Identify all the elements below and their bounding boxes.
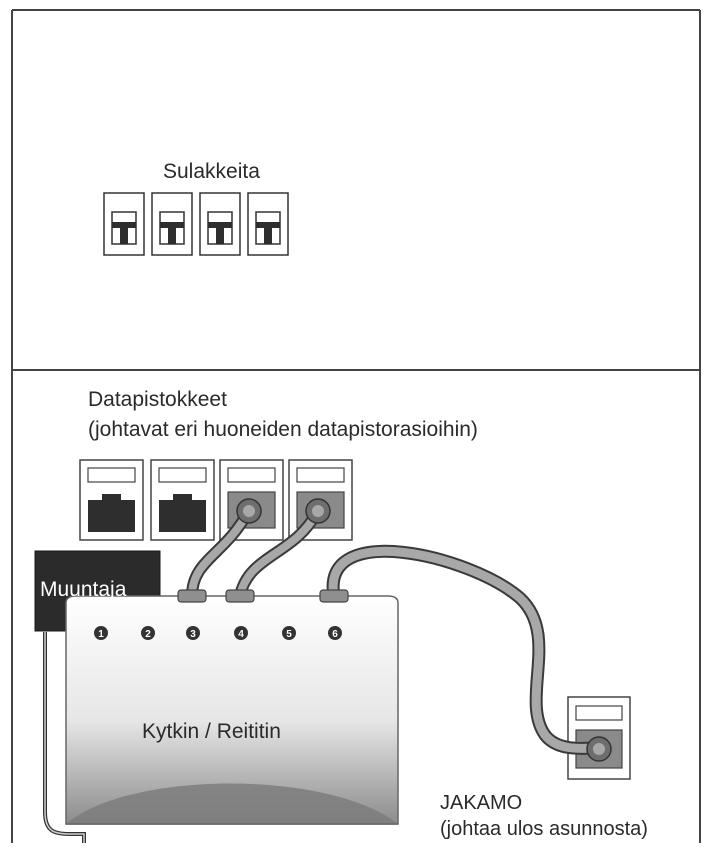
- cabinet-frame: [11, 9, 701, 843]
- port-4: 4: [234, 626, 248, 640]
- distributor-title: JAKAMO: [440, 792, 523, 814]
- data-socket-1: [79, 459, 144, 541]
- port-2: 2: [141, 626, 155, 640]
- port-6-number: 6: [332, 629, 338, 640]
- cable-port6-to-distributor: [326, 544, 605, 755]
- data-socket-2: [150, 459, 215, 541]
- fuse-2: [151, 192, 193, 256]
- port-5-number: 5: [286, 629, 292, 640]
- port-1-number: 1: [98, 629, 104, 640]
- fuse-3: [199, 192, 241, 256]
- fuse-row: [103, 192, 289, 256]
- switch-router: [65, 595, 399, 825]
- port-boot-3: [177, 589, 207, 603]
- port-3-number: 3: [190, 629, 196, 640]
- data-sockets-subtitle: (johtavat eri huoneiden datapistorasioih…: [88, 418, 478, 441]
- fuse-1: [103, 192, 145, 256]
- cable-port3-to-socket3: [186, 506, 254, 602]
- port-5: 5: [282, 626, 296, 640]
- port-6: 6: [328, 626, 342, 640]
- distributor-subtitle: (johtaa ulos asunnosta): [440, 818, 648, 840]
- switch-label: Kytkin / Reititin: [142, 720, 281, 743]
- port-4-number: 4: [238, 629, 244, 640]
- port-1: 1: [94, 626, 108, 640]
- fuses-label: Sulakkeita: [163, 160, 260, 183]
- port-3: 3: [186, 626, 200, 640]
- adapter-label: Muuntaja: [40, 578, 127, 601]
- plug-socket-4: [305, 498, 331, 524]
- port-2-number: 2: [145, 629, 151, 640]
- port-boot-4: [225, 589, 255, 603]
- power-cord: [43, 632, 86, 843]
- plug-distributor: [586, 736, 612, 762]
- fuse-4: [247, 192, 289, 256]
- port-boot-6: [319, 589, 349, 603]
- data-sockets-title: Datapistokkeet: [88, 388, 227, 411]
- plug-socket-3: [236, 498, 262, 524]
- cable-port4-to-socket4: [234, 506, 323, 602]
